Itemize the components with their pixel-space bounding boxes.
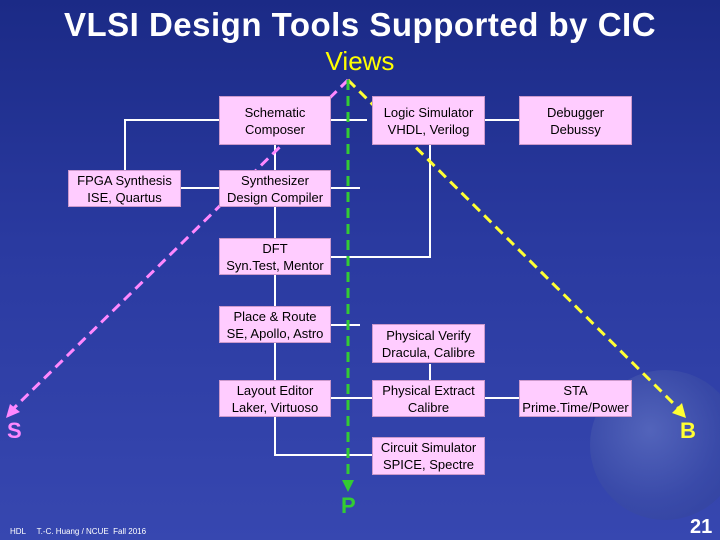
box-layout-editor: Layout Editor Laker, Virtuoso xyxy=(219,380,331,417)
b-axis-line xyxy=(346,78,682,412)
line-logicsim-down xyxy=(331,145,431,258)
page-title: VLSI Design Tools Supported by CIC xyxy=(63,6,657,43)
box-debugger: Debugger Debussy xyxy=(519,96,632,145)
b-axis-label: B xyxy=(680,418,696,443)
box-physical-verify: Physical Verify Dracula, Calibre xyxy=(372,324,485,363)
box-dft: DFT Syn.Test, Mentor xyxy=(219,238,331,275)
box-place-route: Place & Route SE, Apollo, Astro xyxy=(219,306,331,343)
box-logic-simulator: Logic Simulator VHDL, Verilog xyxy=(372,96,485,145)
box-sta: STA Prime.Time/Power xyxy=(519,380,632,417)
line-schematic-to-fpga xyxy=(124,119,219,172)
box-circuit-simulator: Circuit Simulator SPICE, Spectre xyxy=(372,437,485,475)
line-le-to-cs xyxy=(274,416,372,456)
box-fpga-synthesis: FPGA Synthesis ISE, Quartus xyxy=(68,170,181,207)
p-axis-arrowhead xyxy=(342,480,354,492)
b-axis-arrowhead xyxy=(672,403,686,418)
s-axis-line xyxy=(10,78,350,412)
views-subtitle: Views xyxy=(325,46,395,76)
s-axis-arrowhead xyxy=(6,404,20,418)
p-axis-label: P xyxy=(341,493,356,518)
page-number: 21 xyxy=(690,516,713,538)
s-axis-label: S xyxy=(7,418,22,443)
box-schematic: Schematic Composer xyxy=(219,96,331,145)
footer-text: HDL T.-C. Huang / NCUE Fall 2016 xyxy=(10,527,147,536)
box-physical-extract: Physical Extract Calibre xyxy=(372,380,485,417)
box-synthesizer: Synthesizer Design Compiler xyxy=(219,170,331,207)
